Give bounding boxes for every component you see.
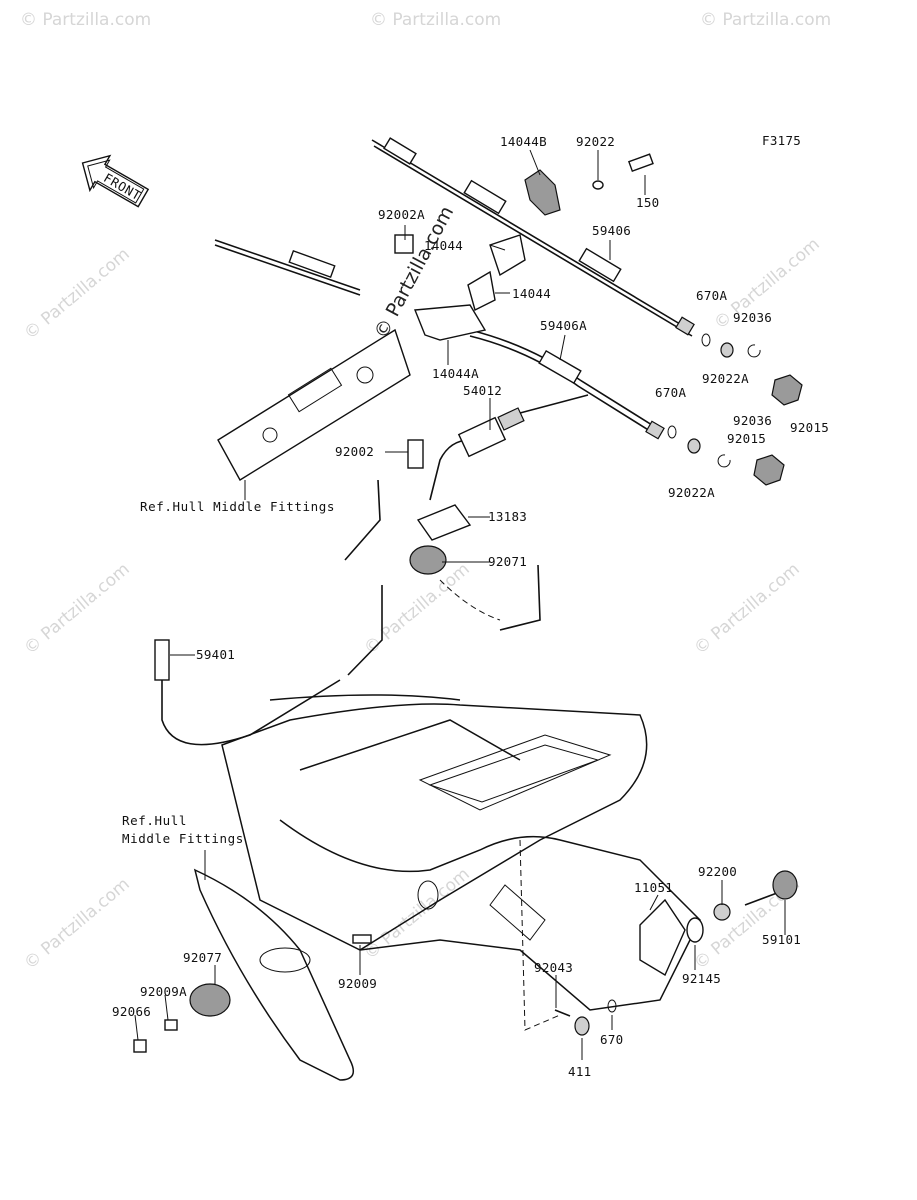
cover-11051 <box>639 898 686 977</box>
callout-92066: 92066 <box>112 1004 151 1019</box>
cable-59406 <box>371 137 695 337</box>
callout-92077: 92077 <box>183 950 222 965</box>
washer-411 <box>574 1016 590 1036</box>
bolt-92009 <box>352 934 372 944</box>
washer-92022 <box>592 180 604 190</box>
hose-fitting <box>344 479 381 561</box>
washer-92200 <box>713 903 731 921</box>
callout-54012: 54012 <box>463 383 502 398</box>
callout-labels: 14044B 92022 150 92002A 14044 59406 1404… <box>112 134 829 1079</box>
callout-92022: 92022 <box>576 134 615 149</box>
callout-92200: 92200 <box>698 864 737 879</box>
watermark-text: © Partzilla.com <box>20 244 133 344</box>
callout-92022a: 92022A <box>702 371 749 386</box>
clip-92036 <box>747 344 761 358</box>
hull-body <box>193 694 701 1081</box>
callout-670a: 670A <box>655 385 686 400</box>
washer-92022a <box>687 438 701 454</box>
callout-92036: 92036 <box>733 310 772 325</box>
pin-92043 <box>554 1009 571 1017</box>
watermark-text: © Partzilla.com <box>690 559 803 659</box>
callout-14044b: 14044B <box>500 134 547 149</box>
callout-14044a: 14044A <box>432 366 479 381</box>
oring-670a <box>701 333 711 347</box>
washer-92022a <box>720 342 734 358</box>
callout-59101: 59101 <box>762 932 801 947</box>
shaft-59101 <box>744 870 798 906</box>
callout-92022a: 92022A <box>668 485 715 500</box>
bolt-92002 <box>407 439 424 469</box>
bracket-14044b <box>524 169 561 216</box>
watermark-text: © Partzilla.com <box>700 10 831 30</box>
callout-92009: 92009 <box>338 976 377 991</box>
cap-92077 <box>189 983 231 1017</box>
callout-14044: 14044 <box>512 286 551 301</box>
callout-11051: 11051 <box>634 880 673 895</box>
callout-92015: 92015 <box>727 431 766 446</box>
callout-670: 670 <box>600 1032 623 1047</box>
bolt-92009a <box>164 1019 178 1031</box>
callout-92009a: 92009A <box>140 984 187 999</box>
bolt-150 <box>627 153 654 173</box>
leader-dashed <box>519 839 561 1031</box>
bolt-92002a <box>394 234 414 254</box>
figure-code: F3175 <box>762 133 801 148</box>
hose-fitting <box>499 564 541 631</box>
callout-13183: 13183 <box>488 509 527 524</box>
ref-hull-middle-fittings-top: Ref.Hull Middle Fittings <box>140 499 335 514</box>
oring-670a <box>667 425 677 439</box>
nut-92015 <box>753 454 785 486</box>
ref-hull-label-line2: Middle Fittings <box>122 831 244 846</box>
bracket-14044a <box>414 304 487 341</box>
cable-59401 <box>154 639 341 746</box>
callout-92015: 92015 <box>790 420 829 435</box>
nut-92015 <box>771 374 803 406</box>
hose-fitting <box>347 585 383 676</box>
callout-92043: 92043 <box>534 960 573 975</box>
callout-670a: 670A <box>696 288 727 303</box>
watermark-text: © Partzilla.com <box>20 10 151 30</box>
watermark-text: © Partzilla.com <box>370 10 501 30</box>
callout-92002: 92002 <box>335 444 374 459</box>
callout-59406: 59406 <box>592 223 631 238</box>
front-arrow-icon: FRONT <box>81 154 150 208</box>
callout-14044: 14044 <box>424 238 463 253</box>
ref-hull-label-line1: Ref.Hull <box>122 813 187 828</box>
callout-92071: 92071 <box>488 554 527 569</box>
leader-lines <box>134 149 786 1060</box>
bracket-14044 <box>467 234 526 312</box>
seal-92145 <box>686 917 704 943</box>
grommet-92071 <box>409 545 447 575</box>
callout-150: 150 <box>636 195 659 210</box>
callout-92036: 92036 <box>733 413 772 428</box>
callout-411: 411 <box>568 1064 591 1079</box>
watermark-text: © Partzilla.com <box>20 559 133 659</box>
oring-670 <box>607 999 617 1013</box>
clip-92036 <box>717 454 731 468</box>
nut-92066 <box>133 1039 147 1053</box>
callout-59401: 59401 <box>196 647 235 662</box>
cable-59406a <box>214 239 665 440</box>
cable-54012 <box>429 394 589 501</box>
watermark-text: © Partzilla.com <box>20 874 133 974</box>
callout-92002a: 92002A <box>378 207 425 222</box>
hull-middle-fitting-plate <box>217 328 411 481</box>
callout-59406a: 59406A <box>540 318 587 333</box>
gasket-13183 <box>416 504 472 541</box>
callout-92145: 92145 <box>682 971 721 986</box>
